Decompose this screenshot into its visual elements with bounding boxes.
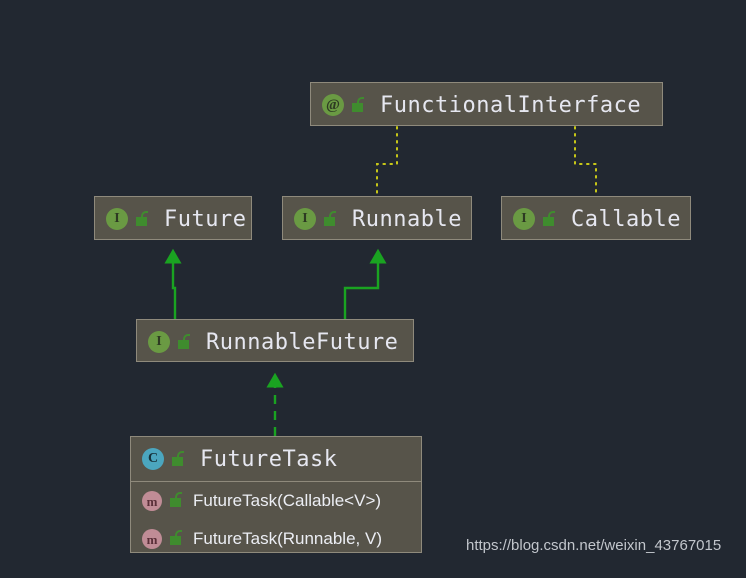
method-icon: m xyxy=(142,529,162,549)
node-title: Runnable xyxy=(352,206,462,232)
node-title: RunnableFuture xyxy=(206,329,399,355)
node-future-task[interactable]: C FutureTask m FutureTask(Callable<V>) m… xyxy=(130,436,422,553)
unlocked-padlock-icon xyxy=(170,448,186,470)
interface-icon: I xyxy=(294,208,316,230)
interface-icon: I xyxy=(106,208,128,230)
interface-icon: I xyxy=(148,331,170,353)
class-member-row[interactable]: m FutureTask(Callable<V>) xyxy=(131,482,421,520)
unlocked-padlock-icon xyxy=(168,529,183,549)
class-member-row[interactable]: m FutureTask(Runnable, V) xyxy=(131,520,421,558)
watermark: https://blog.csdn.net/weixin_43767015 xyxy=(466,537,722,554)
edge-functional-interface-to-callable xyxy=(574,126,597,197)
node-header: I RunnableFuture xyxy=(137,320,413,364)
unlocked-padlock-icon xyxy=(168,491,183,511)
member-label: FutureTask(Runnable, V) xyxy=(193,529,382,548)
node-header: I Callable xyxy=(502,197,690,241)
node-header: @ FunctionalInterface xyxy=(311,83,662,127)
unlocked-padlock-icon xyxy=(176,331,192,353)
edge-runnable-future-extends-future xyxy=(164,248,182,319)
method-icon: m xyxy=(142,491,162,511)
unlocked-padlock-icon xyxy=(541,208,557,230)
node-functional-interface[interactable]: @ FunctionalInterface xyxy=(310,82,663,126)
node-header: C FutureTask xyxy=(131,437,421,481)
interface-icon: I xyxy=(513,208,535,230)
node-runnable-future[interactable]: I RunnableFuture xyxy=(136,319,414,362)
edge-functional-interface-to-runnable xyxy=(376,126,398,197)
unlocked-padlock-icon xyxy=(134,208,150,230)
node-callable[interactable]: I Callable xyxy=(501,196,691,240)
node-header: I Runnable xyxy=(283,197,471,241)
node-header: I Future xyxy=(95,197,251,241)
node-title: FutureTask xyxy=(200,446,338,472)
class-icon: C xyxy=(142,448,164,470)
unlocked-padlock-icon xyxy=(322,208,338,230)
node-runnable[interactable]: I Runnable xyxy=(282,196,472,240)
node-title: FunctionalInterface xyxy=(380,92,642,118)
edge-runnable-future-extends-runnable xyxy=(343,248,387,319)
annotation-icon: @ xyxy=(322,94,344,116)
node-title: Callable xyxy=(571,206,681,232)
node-title: Future xyxy=(164,206,247,232)
member-divider xyxy=(131,481,421,482)
node-future[interactable]: I Future xyxy=(94,196,252,240)
member-label: FutureTask(Callable<V>) xyxy=(193,491,382,510)
unlocked-padlock-icon xyxy=(350,94,366,116)
